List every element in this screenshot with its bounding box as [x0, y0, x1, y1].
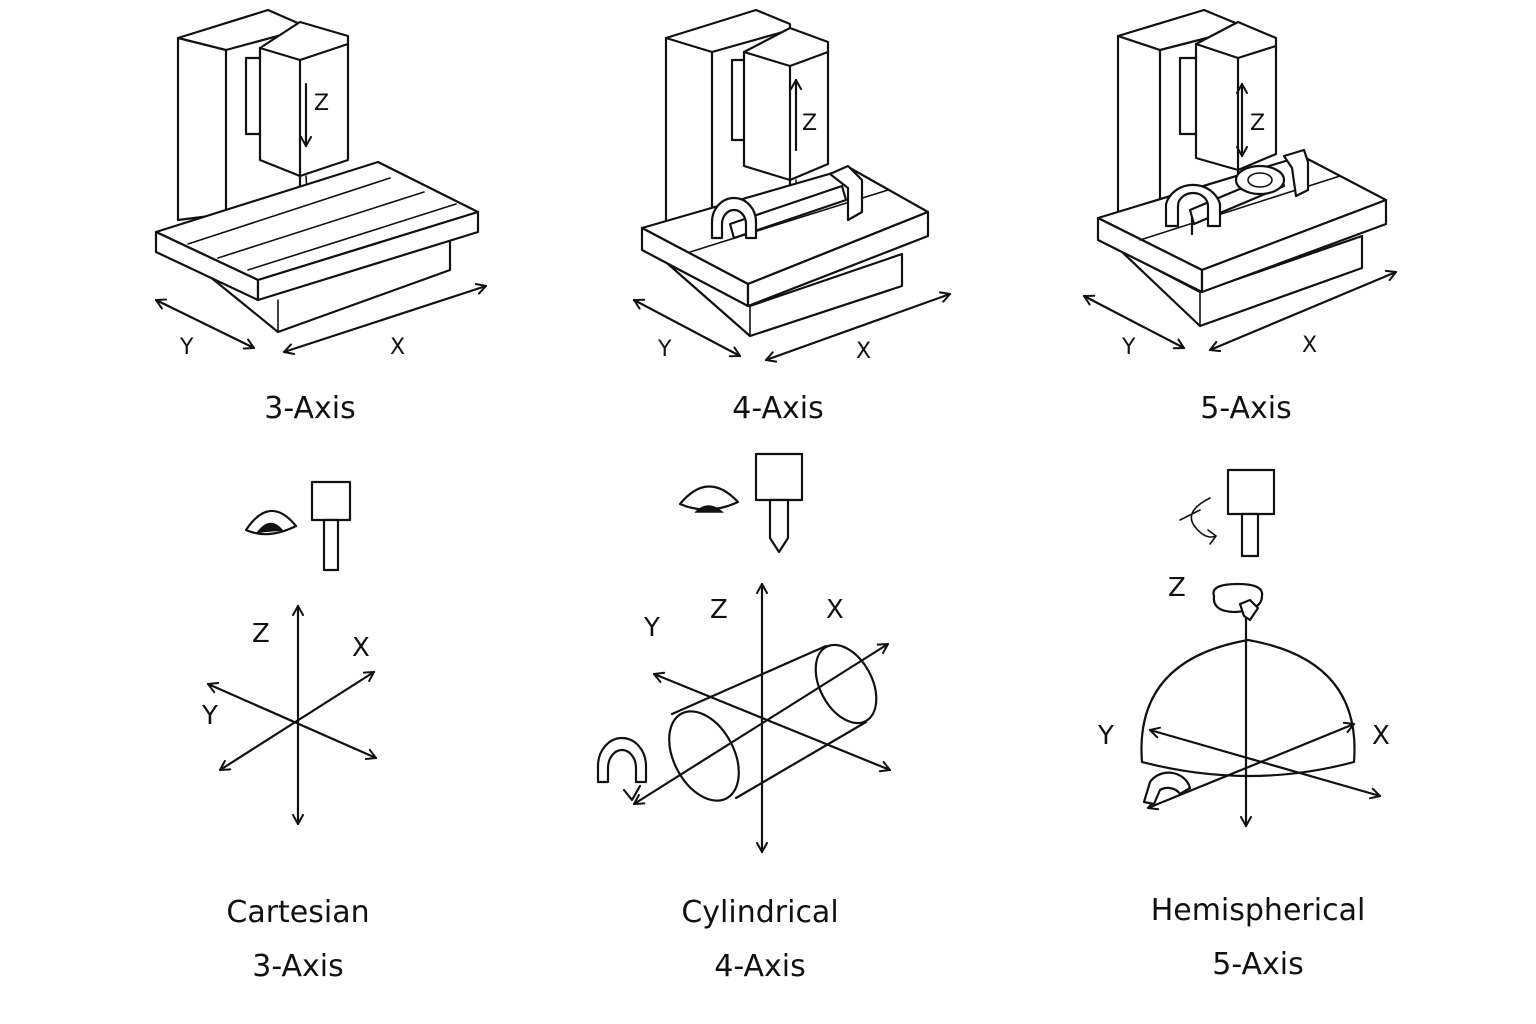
- hemisphere-shape: [1140, 638, 1356, 778]
- x-axis-label: X: [352, 633, 370, 663]
- y-axis-label: Y: [201, 701, 218, 731]
- frame-caption-cylindrical: Cylindrical 4-Axis: [590, 886, 930, 994]
- y-axis-arrow: [1082, 294, 1186, 350]
- z-rotation-icon: [1212, 582, 1264, 614]
- x-axis-arrow: [764, 291, 952, 363]
- z-axis-label: Z: [314, 91, 329, 116]
- y-axis-label: Y: [179, 335, 194, 360]
- x-axis-label: X: [1302, 333, 1317, 358]
- x-axis-label: X: [1372, 721, 1390, 751]
- eye-icon: [244, 509, 298, 536]
- trunnion-fixture: [1164, 148, 1310, 236]
- tool-icon: [1226, 468, 1276, 558]
- caption-4-axis: 4-Axis: [732, 391, 824, 426]
- z-axis-label: Z: [1250, 111, 1265, 136]
- x-axis-label: X: [826, 595, 844, 625]
- y-axis-label: Y: [1097, 721, 1114, 751]
- spindle-head: [1194, 20, 1278, 172]
- caption-5-axis: 5-Axis: [1200, 391, 1292, 426]
- tilt-arrow-icon: [1190, 497, 1217, 538]
- frame-axis-count: 4-Axis: [714, 949, 806, 984]
- z-axis-label: Z: [802, 111, 817, 136]
- y-axis-label: Y: [643, 613, 660, 643]
- z-axis-label: Z: [1168, 573, 1186, 603]
- cylinder-shape: [668, 643, 878, 802]
- rotation-arrow-icon: [596, 736, 648, 784]
- machine-3-axis: Z Y X: [154, 8, 488, 360]
- cylindrical-frame: Z X Y: [596, 452, 892, 854]
- z-axis-label: Z: [710, 595, 728, 625]
- y-axis-label: Y: [1121, 335, 1136, 360]
- frame-name: Cylindrical: [681, 895, 839, 930]
- frame-axis-count: 5-Axis: [1212, 947, 1304, 982]
- z-axis-label: Z: [252, 619, 270, 649]
- frame-axis-count: 3-Axis: [252, 949, 344, 984]
- y-axis-arrow: [154, 298, 256, 350]
- hemispherical-frame: Z X Y: [1097, 468, 1390, 828]
- x-axis-label: X: [390, 335, 405, 360]
- y-axis-arrow: [652, 671, 892, 773]
- x-axis-arrow: [1208, 269, 1398, 353]
- y-axis-arrow: [206, 682, 378, 760]
- rotary-fixture: [710, 164, 864, 240]
- tool-icon: [754, 452, 804, 554]
- frame-name: Hemispherical: [1150, 893, 1366, 928]
- y-axis-label: Y: [657, 337, 672, 362]
- spindle-head: [742, 26, 830, 199]
- machine-4-axis: Z Y X: [632, 8, 952, 364]
- y-axis-arrow: [632, 298, 742, 358]
- x-axis-arrow: [1146, 721, 1356, 811]
- frame-caption-hemispherical: Hemispherical 5-Axis: [1088, 884, 1428, 992]
- cartesian-frame: Z X Y: [201, 480, 378, 826]
- rotation-arrow-icon: [1142, 771, 1192, 806]
- tool-icon: [310, 480, 352, 572]
- x-axis-label: X: [856, 339, 871, 364]
- frame-name: Cartesian: [226, 895, 370, 930]
- y-axis-arrow: [1148, 726, 1382, 800]
- spindle-head: [258, 20, 350, 209]
- caption-3-axis: 3-Axis: [264, 391, 356, 426]
- machine-5-axis: Z Y X: [1082, 8, 1398, 360]
- frame-caption-cartesian: Cartesian 3-Axis: [128, 886, 468, 994]
- eye-icon: [678, 485, 740, 511]
- x-axis-arrow: [282, 283, 488, 355]
